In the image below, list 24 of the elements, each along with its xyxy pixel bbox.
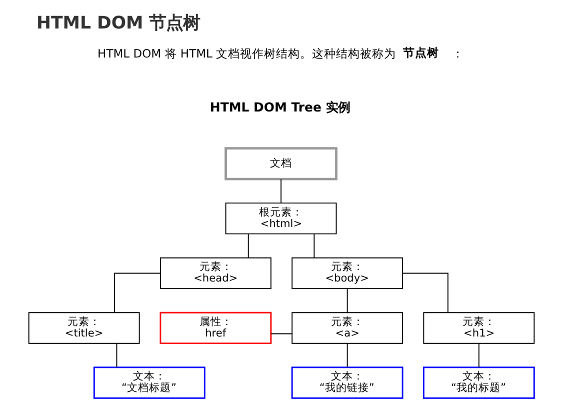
connector	[114, 272, 160, 313]
node-box: 属性： href	[159, 312, 272, 344]
connector	[346, 288, 348, 314]
label: HTML DOM Tree 实例	[209, 99, 350, 114]
connector	[116, 343, 117, 368]
node-box: 根元素： <html>	[224, 202, 336, 234]
label: HTML DOM 将 HTML 文档视作树结构。这种结构被称为节点树：	[97, 46, 464, 61]
connector	[313, 234, 314, 258]
node-box: 文本： “我的标题”	[422, 366, 534, 399]
node-box: 文本： “我的链接”	[290, 366, 403, 399]
connector	[402, 272, 448, 313]
node-box: 元素： <head>	[159, 257, 271, 290]
node-box: 文档	[224, 147, 337, 180]
diagram-title: HTML DOM 节点树	[36, 14, 200, 34]
connector	[346, 343, 348, 368]
node-box: 元素： <title>	[28, 312, 140, 344]
connector	[247, 234, 248, 258]
node-box: 文本： “文档标题”	[92, 366, 205, 399]
connector	[270, 333, 292, 334]
node-box: 元素： <a>	[291, 312, 403, 344]
node-box: 元素： <body>	[291, 257, 403, 290]
node-box: 元素： <h1>	[422, 312, 534, 344]
connector	[478, 343, 479, 368]
connector	[280, 178, 281, 204]
